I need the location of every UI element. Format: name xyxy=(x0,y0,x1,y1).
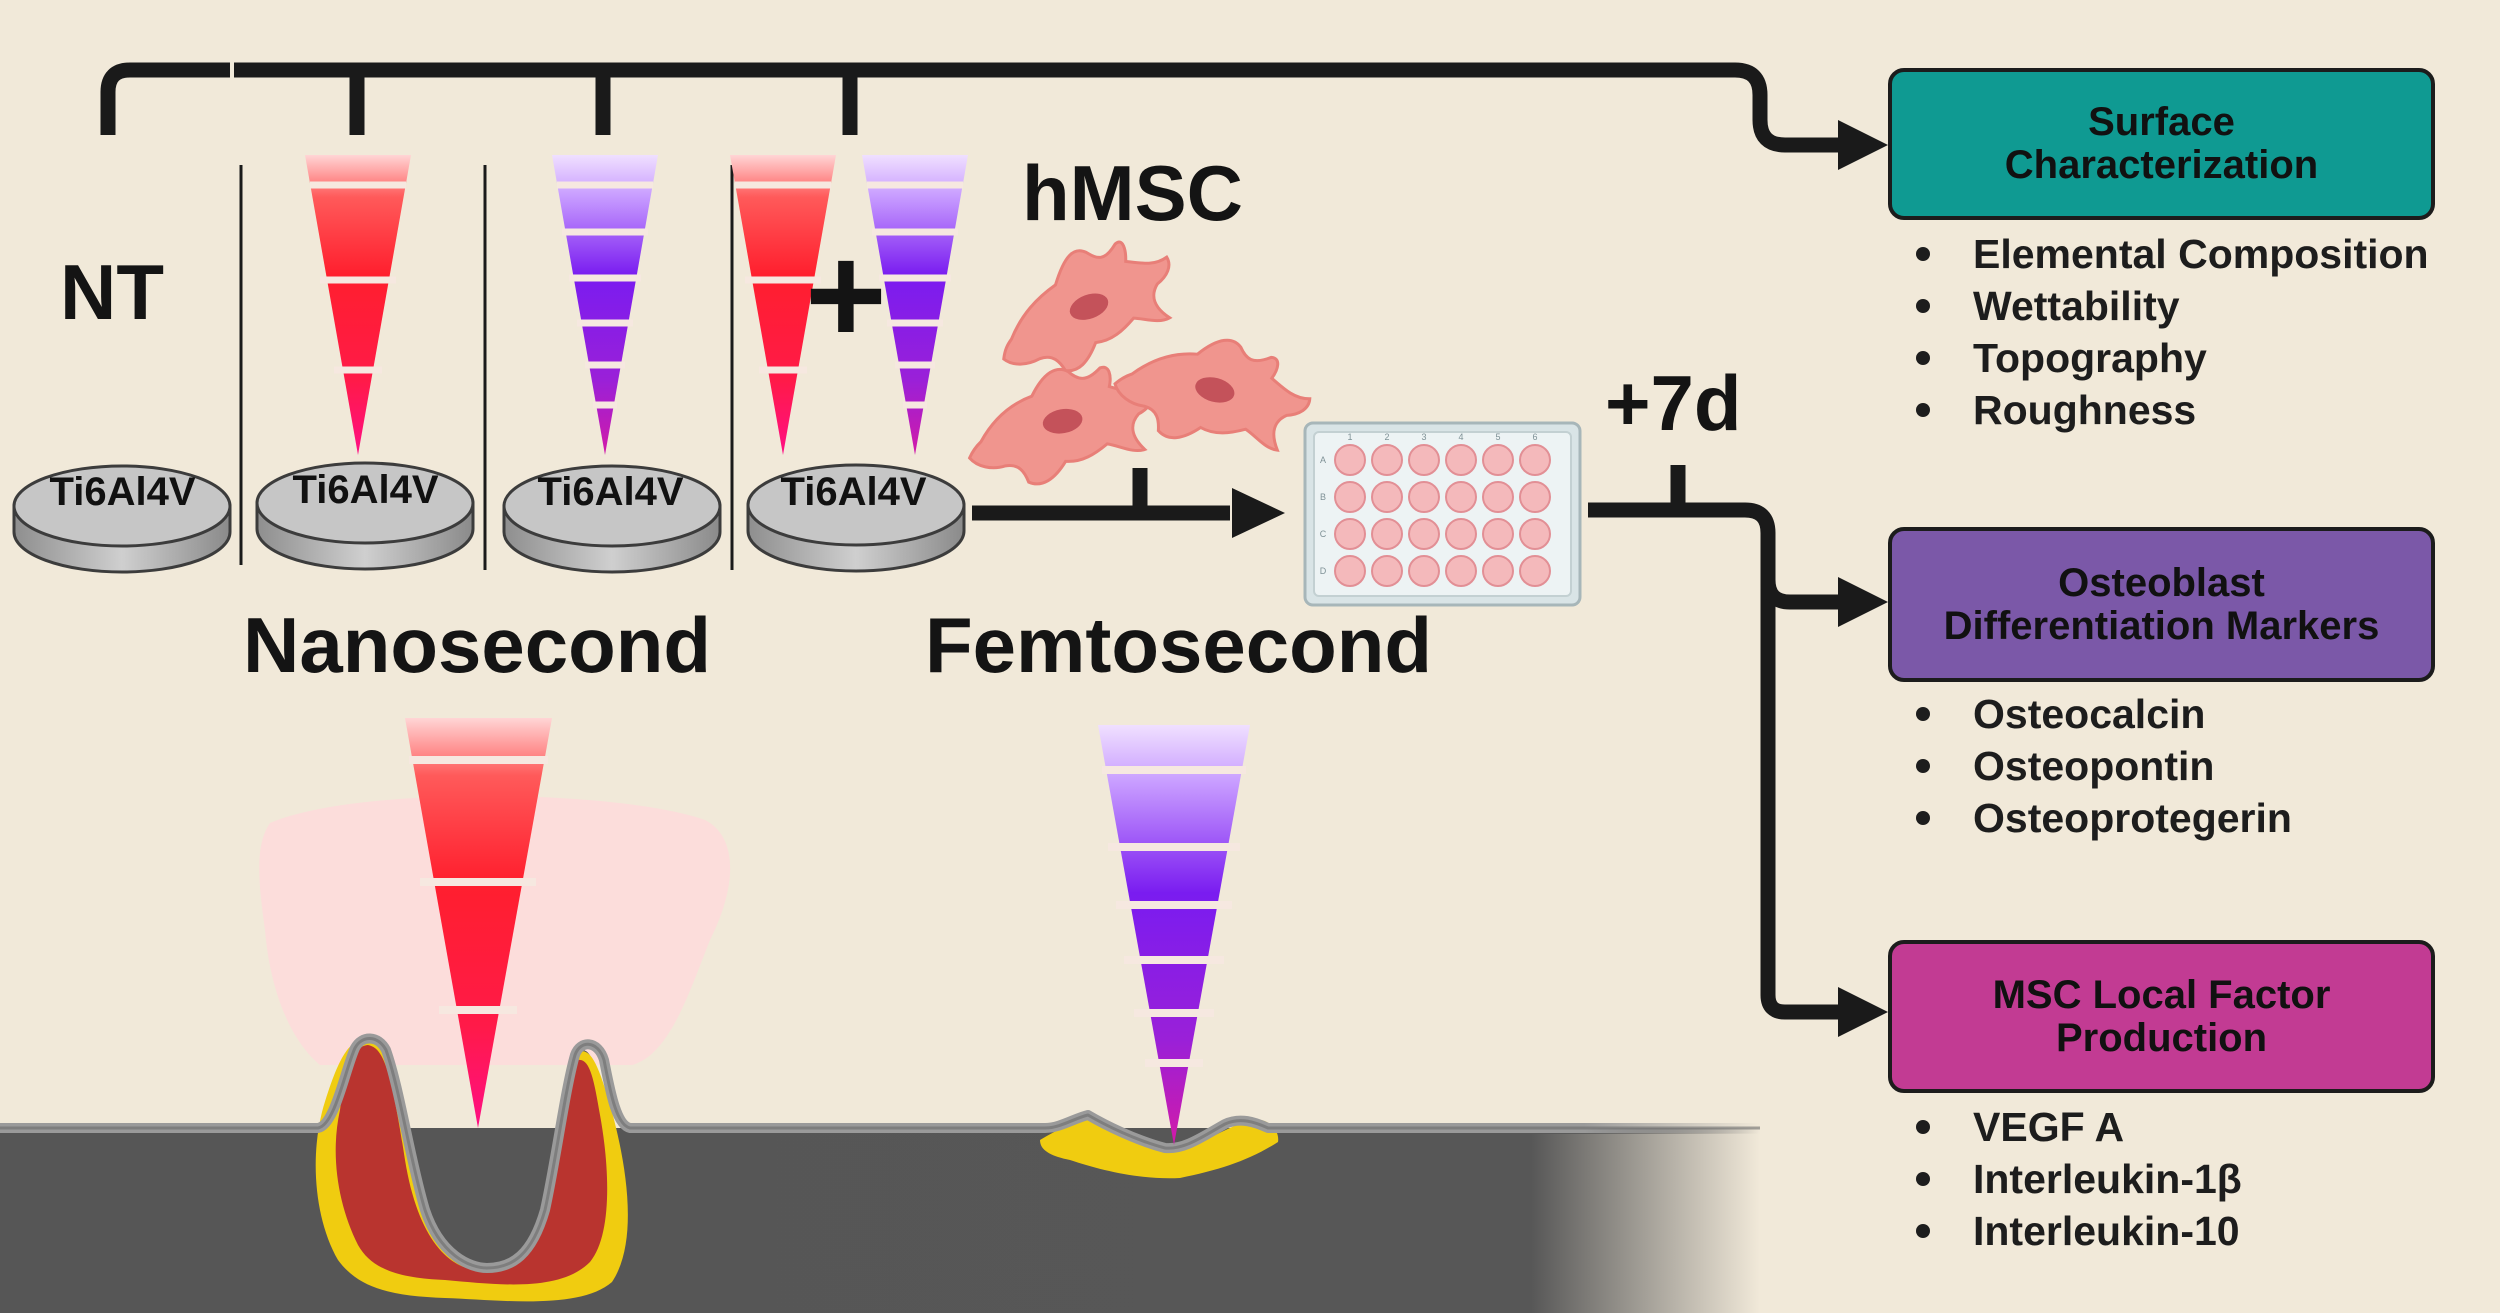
plate-row-label: D xyxy=(1320,566,1327,576)
plate-well xyxy=(1408,481,1440,513)
titanium-disc-icon xyxy=(255,461,475,571)
list-item: Elemental Composition xyxy=(1903,228,2429,280)
disc-label: Ti6Al4V xyxy=(292,468,439,512)
arrow-icon xyxy=(1838,577,1888,627)
hmsc-label: hMSC xyxy=(1022,149,1243,237)
stem-cell-icon xyxy=(1002,240,1173,373)
laser-beam-icon xyxy=(305,155,411,455)
list-item: Topography xyxy=(1903,332,2429,384)
plate-row-label: A xyxy=(1320,455,1326,465)
disc-label: Ti6Al4V xyxy=(49,470,196,514)
arrow-icon xyxy=(1838,120,1888,170)
connector-lines xyxy=(100,62,1840,1020)
arrow-icon xyxy=(1838,987,1888,1037)
titanium-disc-icon xyxy=(746,463,966,573)
column-dividers xyxy=(239,165,734,570)
list-item: VEGF A xyxy=(1903,1101,2242,1153)
plate-well xyxy=(1445,481,1477,513)
plate-well xyxy=(1519,518,1551,550)
plate-column-label: 5 xyxy=(1495,432,1500,442)
plate-well xyxy=(1334,444,1366,476)
list-item: Wettability xyxy=(1903,280,2429,332)
plate-well xyxy=(1408,444,1440,476)
plate-column-label: 1 xyxy=(1347,432,1352,442)
plate-well xyxy=(1519,555,1551,587)
laser-beam-icon xyxy=(862,155,968,455)
stem-cell-icon xyxy=(967,365,1155,486)
plate-well xyxy=(1445,518,1477,550)
osteoblast-list: Osteocalcin Osteopontin Osteoprotegerin xyxy=(1903,688,2292,844)
list-item: Osteopontin xyxy=(1903,740,2292,792)
box-title-line: Production xyxy=(2055,1015,2268,1060)
plate-well xyxy=(1482,481,1514,513)
femtosecond-label: Femtosecond xyxy=(925,601,1433,689)
list-item: Osteocalcin xyxy=(1903,688,2292,740)
plate-well xyxy=(1371,555,1403,587)
plate-well xyxy=(1482,444,1514,476)
box-title-line: Osteoblast xyxy=(2058,560,2265,605)
box-title-line: Differentiation Markers xyxy=(1943,603,2380,648)
local-factor-list: VEGF A Interleukin-1β Interleukin-10 xyxy=(1903,1101,2242,1257)
well-plate-icon: 1 2 3 4 5 6A B C D xyxy=(1303,421,1582,607)
laser-beam-icon xyxy=(552,155,658,455)
surface-characterization-box: Surface Characterization xyxy=(1888,68,2435,220)
femtosecond-beam-icon xyxy=(1098,725,1250,1145)
plate-well xyxy=(1482,555,1514,587)
nt-label: NT xyxy=(60,248,164,336)
titanium-disc-icon xyxy=(12,464,232,574)
plate-row-label: B xyxy=(1320,492,1326,502)
plate-well xyxy=(1371,481,1403,513)
plate-well xyxy=(1408,518,1440,550)
list-item: Osteoprotegerin xyxy=(1903,792,2292,844)
plate-well xyxy=(1371,518,1403,550)
arrow-icon xyxy=(1232,488,1285,538)
cross-section xyxy=(0,795,1760,1313)
plate-well xyxy=(1519,444,1551,476)
list-item: Roughness xyxy=(1903,384,2429,436)
plate-well xyxy=(1334,555,1366,587)
box-title-line: Surface xyxy=(2088,100,2235,145)
plate-well xyxy=(1408,555,1440,587)
plate-column-label: 4 xyxy=(1458,432,1463,442)
plate-well xyxy=(1519,481,1551,513)
plate-well xyxy=(1445,555,1477,587)
plate-well xyxy=(1334,518,1366,550)
disc-label: Ti6Al4V xyxy=(780,470,927,514)
nanosecond-beam-icon xyxy=(405,718,552,1128)
plate-well xyxy=(1482,518,1514,550)
plate-row-label: C xyxy=(1320,529,1327,539)
nanosecond-label: Nanosecond xyxy=(243,601,712,689)
arrow-heads xyxy=(1232,120,1888,1037)
local-factor-box: MSC Local Factor Production xyxy=(1888,940,2435,1093)
box-title-line: MSC Local Factor xyxy=(1992,972,2331,1017)
plate-column-label: 2 xyxy=(1384,432,1389,442)
disc-label: Ti6Al4V xyxy=(537,470,684,514)
plate-well xyxy=(1334,481,1366,513)
disc-group xyxy=(12,461,966,574)
plate-well xyxy=(1445,444,1477,476)
laser-beam-icon xyxy=(730,155,836,455)
surface-list: Elemental Composition Wettability Topogr… xyxy=(1903,228,2429,436)
list-item: Interleukin-1β xyxy=(1903,1153,2242,1205)
stem-cell-icon xyxy=(1113,338,1312,452)
plus-label: + xyxy=(805,216,887,373)
list-item: Interleukin-10 xyxy=(1903,1205,2242,1257)
titanium-disc-icon xyxy=(502,464,722,574)
plate-column-label: 3 xyxy=(1421,432,1426,442)
plate-well xyxy=(1371,444,1403,476)
plate-column-label: 6 xyxy=(1532,432,1537,442)
box-title-line: Characterization xyxy=(2004,143,2319,187)
time-label: +7d xyxy=(1605,359,1742,447)
osteoblast-markers-box: Osteoblast Differentiation Markers xyxy=(1888,527,2435,682)
